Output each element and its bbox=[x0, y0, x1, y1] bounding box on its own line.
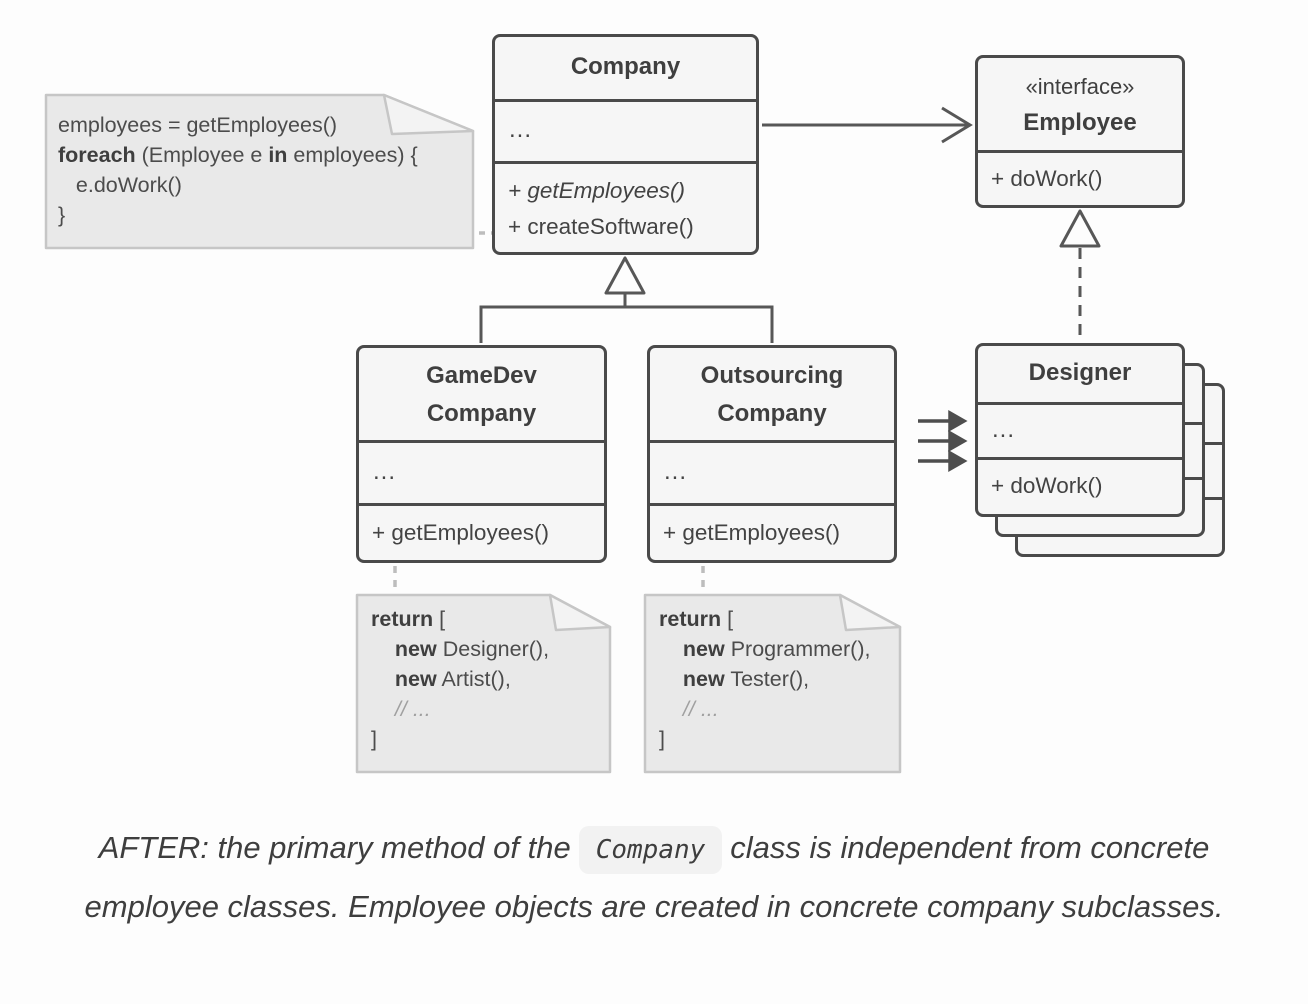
class-name-line2: Company bbox=[426, 400, 537, 427]
code-line: // ... bbox=[682, 697, 719, 721]
caption-text-part2: class is independent from concrete emplo… bbox=[84, 830, 1224, 924]
class-title: GameDev Company bbox=[359, 348, 604, 440]
class-methods: + getEmployees() + createSoftware() bbox=[495, 161, 756, 252]
code-line: } bbox=[58, 203, 66, 227]
diagram-connectors bbox=[44, 93, 1101, 774]
class-attributes: ... bbox=[650, 440, 894, 503]
code-line: // ... bbox=[394, 697, 431, 721]
class-attributes: ... bbox=[495, 99, 756, 161]
class-box-designer: Designer ... + doWork() bbox=[975, 343, 1185, 517]
realization-triangle-icon bbox=[1059, 209, 1101, 248]
method-create-software: + createSoftware() bbox=[508, 214, 694, 239]
class-box-company: Company ... + getEmployees() + createSof… bbox=[492, 34, 759, 255]
folded-corner-icon bbox=[838, 593, 902, 632]
class-title: Outsourcing Company bbox=[650, 348, 894, 440]
code-line: return [ bbox=[659, 607, 734, 631]
note-gamedev-return-code: return [ new Designer(), new Artist(), /… bbox=[371, 604, 549, 754]
class-box-employee: «interface» Employee + doWork() bbox=[975, 55, 1185, 208]
code-line: ] bbox=[659, 727, 665, 751]
note-gamedev-shape bbox=[355, 593, 612, 774]
interface-stereotype: «interface» bbox=[1025, 74, 1135, 99]
caption-text-part1: AFTER: the primary method of the bbox=[98, 830, 571, 865]
creates-arrows-icon bbox=[918, 409, 968, 473]
class-attributes: ... bbox=[359, 440, 604, 503]
generalization-lines bbox=[479, 293, 774, 343]
folded-corner-icon bbox=[382, 93, 475, 136]
class-name-line2: Company bbox=[717, 400, 827, 427]
code-line: new Programmer(), bbox=[682, 637, 871, 661]
method-do-work: + doWork() bbox=[978, 457, 1182, 514]
generalization-triangle-icon bbox=[604, 256, 646, 295]
class-title: Company bbox=[570, 53, 681, 80]
note-usage-code: employees = getEmployees() foreach (Empl… bbox=[58, 110, 418, 230]
class-box-outsourcing-company: Outsourcing Company ... + getEmployees() bbox=[647, 345, 897, 563]
note-outsourcing-return-code: return [ new Programmer(), new Tester(),… bbox=[659, 604, 870, 754]
code-line: new Designer(), bbox=[394, 637, 550, 661]
note-anchor-dashes bbox=[393, 231, 705, 593]
code-line: new Tester(), bbox=[682, 667, 810, 691]
code-line: foreach (Employee e in employees) { bbox=[58, 143, 418, 167]
class-attributes: ... bbox=[978, 402, 1182, 457]
code-line: return [ bbox=[371, 607, 446, 631]
class-title: «interface» Employee bbox=[978, 58, 1182, 150]
folded-corner-icon bbox=[548, 593, 612, 632]
association-arrow bbox=[762, 106, 973, 144]
code-line: ] bbox=[371, 727, 377, 751]
code-line: employees = getEmployees() bbox=[58, 113, 338, 137]
class-name-line1: Outsourcing bbox=[700, 362, 844, 389]
class-name-line1: GameDev bbox=[426, 362, 537, 389]
class-title: Designer bbox=[1028, 359, 1132, 386]
code-line: new Artist(), bbox=[394, 667, 511, 691]
note-outsourcing-shape bbox=[643, 593, 902, 774]
inline-code-badge: Company bbox=[578, 826, 723, 874]
note-usage-shape bbox=[44, 93, 475, 250]
class-name: Employee bbox=[1023, 109, 1137, 136]
method-get-employees: + getEmployees() bbox=[359, 503, 604, 560]
method-get-employees: + getEmployees() bbox=[650, 503, 894, 560]
class-box-gamedev-company: GameDev Company ... + getEmployees() bbox=[356, 345, 607, 563]
method-get-employees: + getEmployees() bbox=[508, 178, 685, 203]
method-do-work: + doWork() bbox=[978, 150, 1182, 205]
code-line: e.doWork() bbox=[58, 173, 182, 197]
